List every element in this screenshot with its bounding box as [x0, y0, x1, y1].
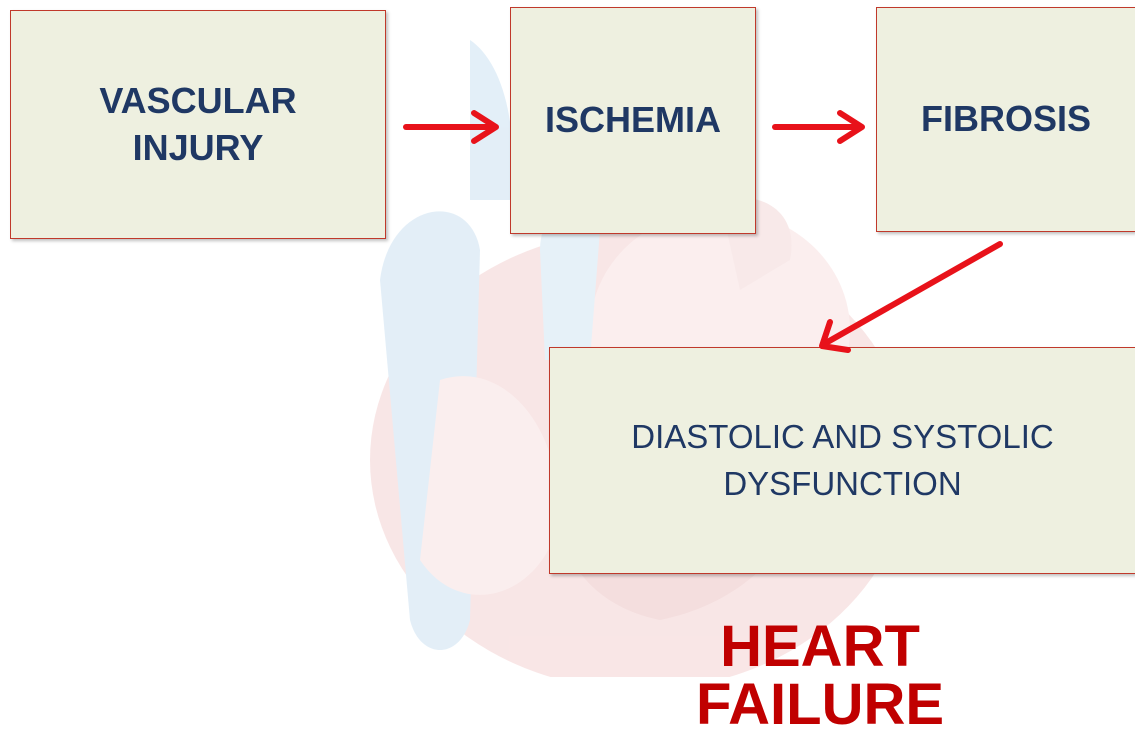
vascular-injury-box: VASCULAR INJURY	[10, 10, 386, 239]
outcome-title: HEART FAILURE	[610, 618, 1030, 734]
fibrosis-label: FIBROSIS	[921, 96, 1091, 143]
dysfunction-box: DIASTOLIC AND SYSTOLIC DYSFUNCTION	[549, 347, 1135, 574]
ischemia-label: ISCHEMIA	[545, 97, 721, 144]
fibrosis-box: FIBROSIS	[876, 7, 1135, 232]
vascular-injury-label: VASCULAR INJURY	[99, 78, 296, 172]
dysfunction-label: DIASTOLIC AND SYSTOLIC DYSFUNCTION	[631, 414, 1053, 506]
ischemia-box: ISCHEMIA	[510, 7, 756, 234]
